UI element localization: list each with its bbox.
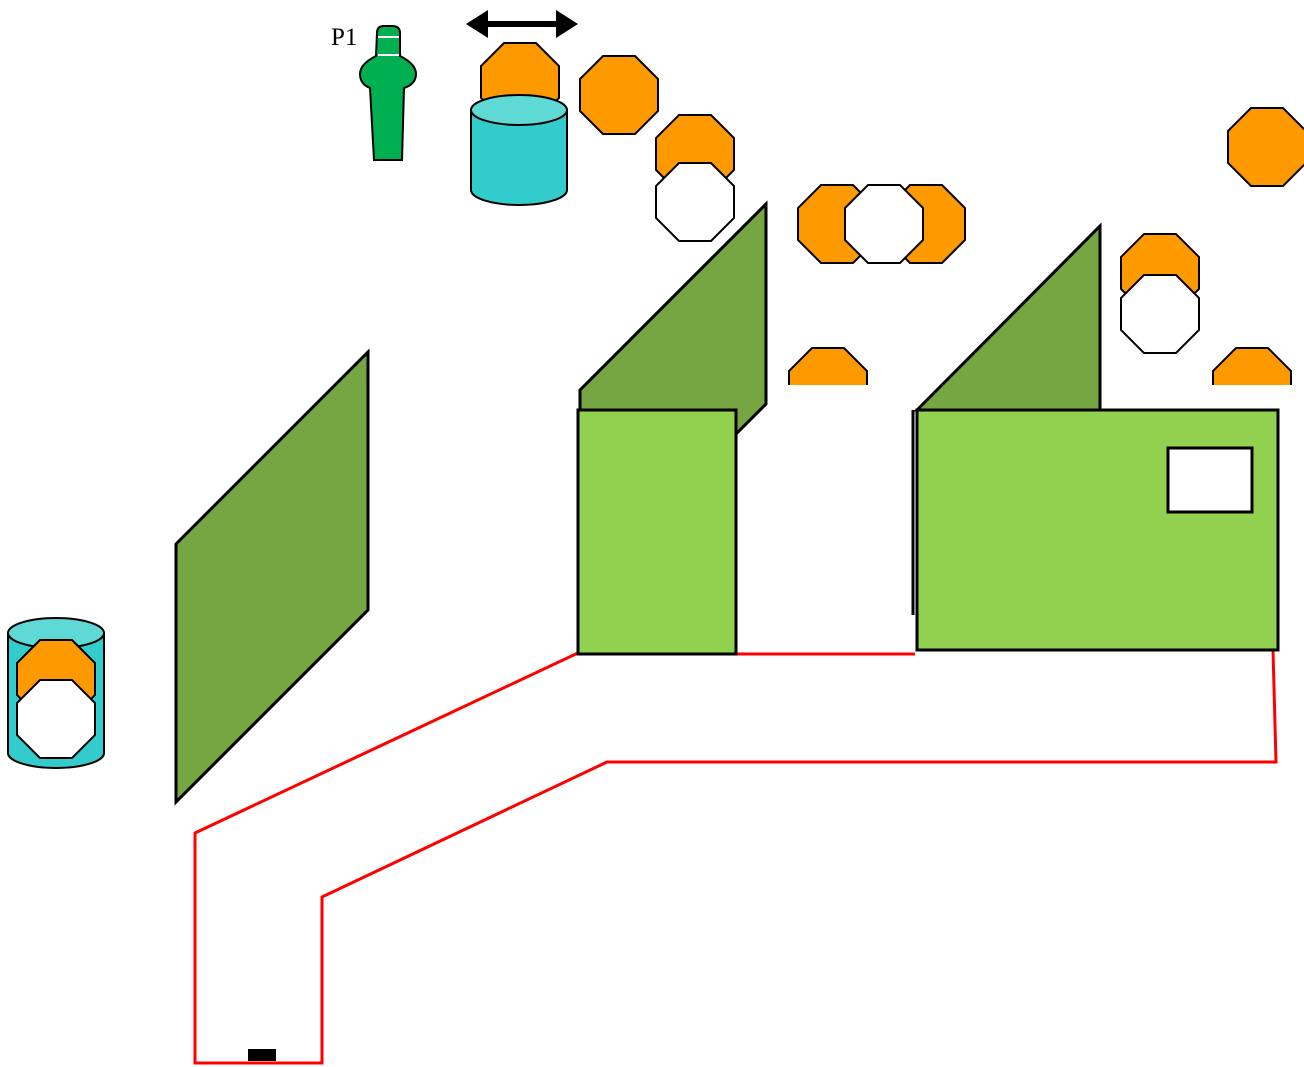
target-2 (579, 55, 659, 135)
no-shoot-1 (655, 162, 735, 242)
fault-line (193, 649, 1278, 1065)
shooter-label: P1 (331, 24, 357, 51)
target-partial-right (1212, 347, 1292, 385)
barrel-top (470, 94, 568, 206)
no-shoot-barrel-left (16, 679, 96, 759)
wall-middle-front (576, 408, 738, 656)
double-arrow-icon (466, 10, 578, 38)
target-7 (1227, 107, 1304, 187)
no-shoot-3 (1120, 274, 1200, 354)
shooter-figure-icon (358, 25, 418, 161)
wall-left (174, 348, 370, 806)
wall-right-front (915, 408, 1280, 652)
no-shoot-2 (844, 184, 924, 264)
target-partial-middle (788, 347, 868, 385)
start-position-icon (248, 1049, 276, 1061)
wall-window (1166, 446, 1254, 514)
wall-middle-angled (578, 200, 768, 438)
